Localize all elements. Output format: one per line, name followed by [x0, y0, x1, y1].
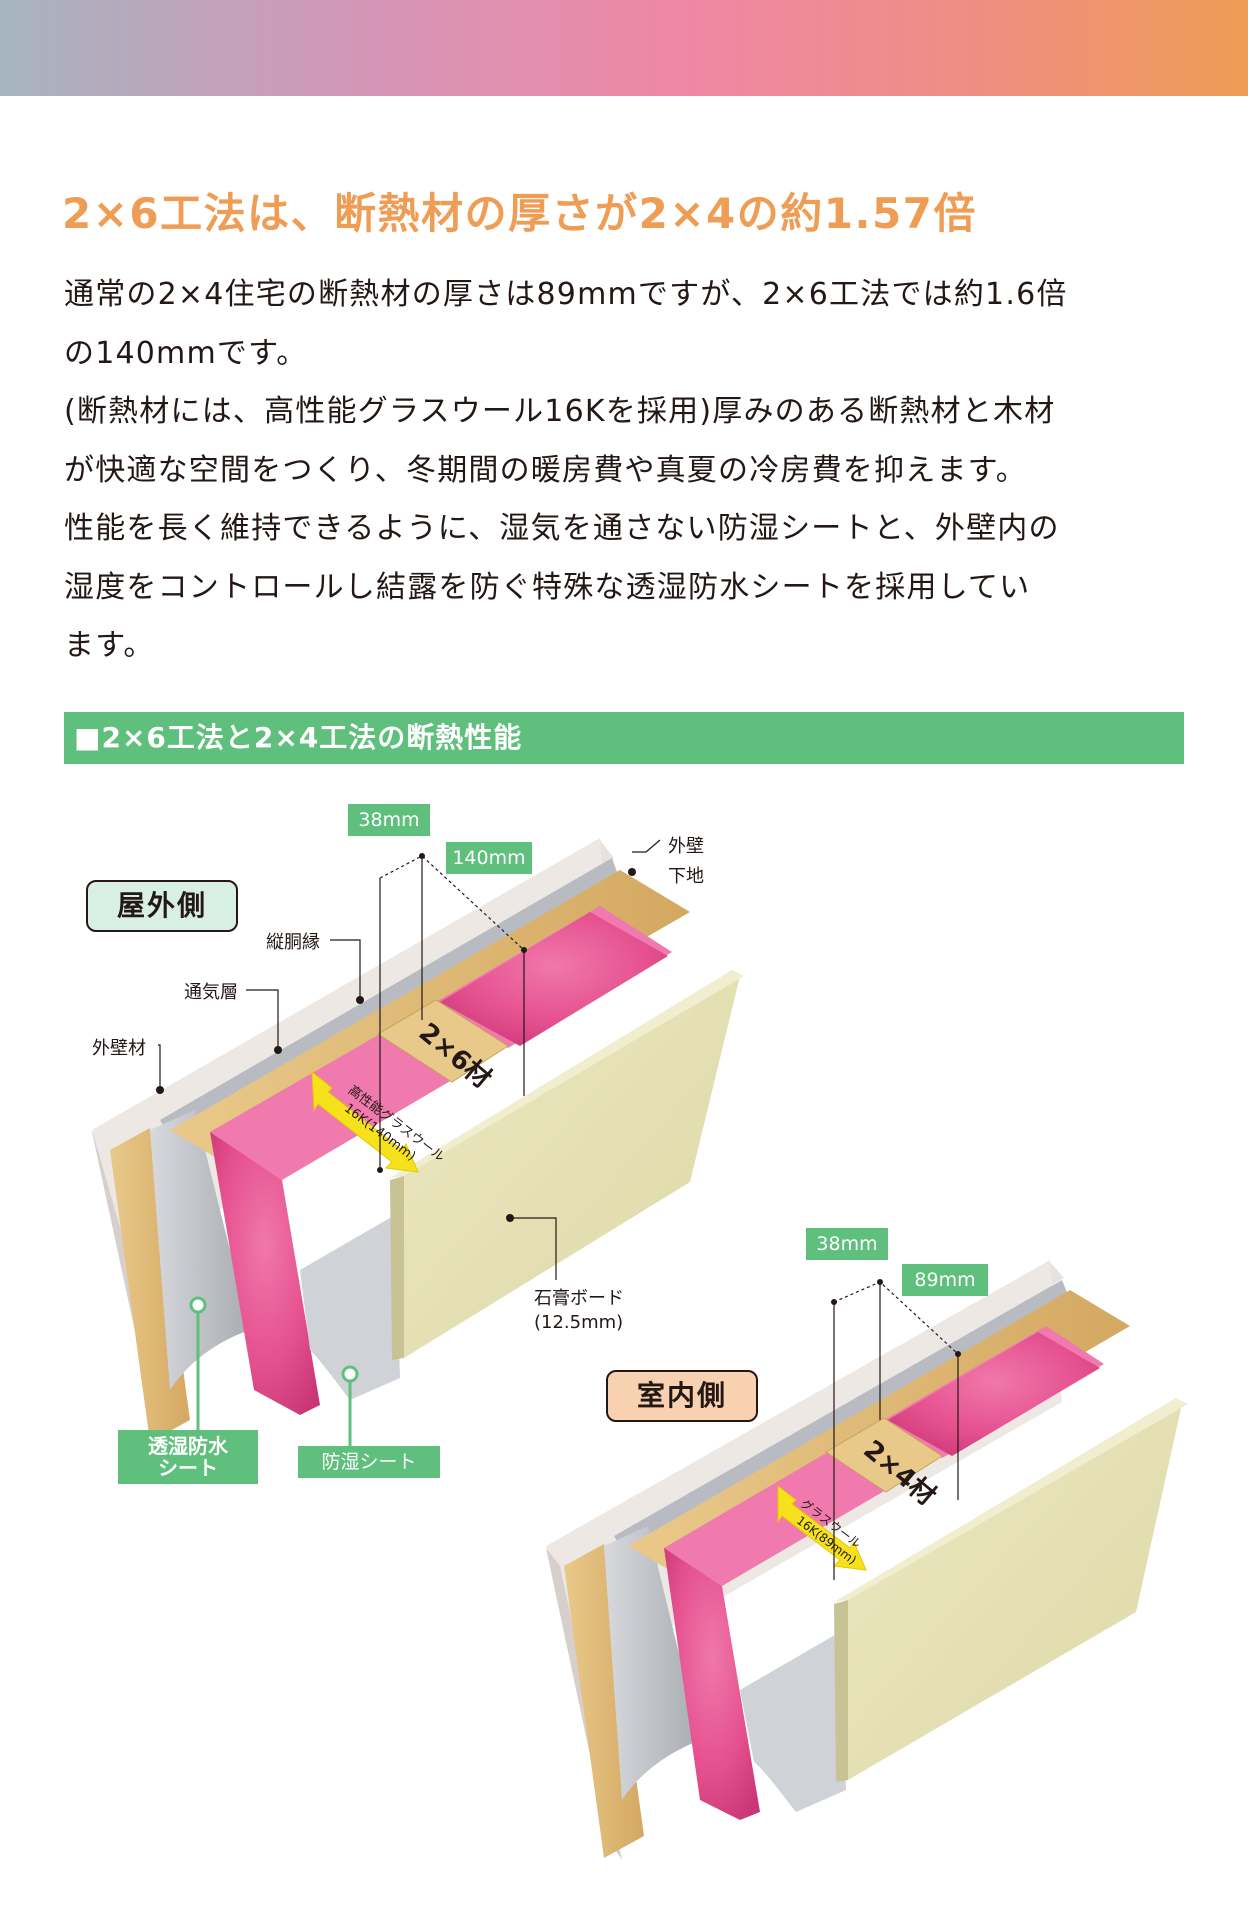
insulation-2x4-left-face	[664, 1548, 760, 1820]
dim-tag-38mm-2x4: 38mm	[806, 1228, 888, 1260]
intro-text: 通常の2×4住宅の断熱材の厚さは89mmですが、2×6工法では約1.6倍 の14…	[64, 266, 1184, 676]
leader-exterior-material	[158, 1044, 161, 1090]
insulation-2x6-left-face	[210, 1132, 320, 1415]
callout-gypsum-board-2: (12.5mm)	[534, 1312, 624, 1333]
leader-dot	[506, 1214, 514, 1222]
leader-dot	[955, 1351, 961, 1357]
intro-line: の140mmです。	[64, 335, 308, 371]
breathable-sheet-label-2: シート	[158, 1456, 218, 1480]
leader-dot	[521, 947, 527, 953]
leader-dot	[156, 1086, 164, 1094]
dim-2x6-dotted	[379, 855, 525, 951]
leader-dot	[419, 853, 425, 859]
intro-line: 湿度をコントロールし結露を防ぐ特殊な透湿防水シートを採用してい	[64, 569, 1031, 605]
vapor-marker	[341, 1365, 359, 1383]
breathable-sheet-fold	[150, 1110, 250, 1390]
breathable-sheet	[614, 1280, 1070, 1556]
insulation-2x4-left	[664, 1452, 886, 1586]
callout-exterior-base-2: 下地	[668, 866, 704, 887]
breathable-marker	[189, 1296, 207, 1314]
section-heading: ■2×6工法と2×4工法の断熱性能	[64, 712, 1184, 764]
breathable-sheet-label-1: 透湿防水	[148, 1434, 228, 1458]
leader-air-layer	[246, 989, 279, 1050]
gypsum-board	[400, 976, 740, 1358]
callout-exterior-material: 外壁材	[92, 1038, 146, 1059]
leader-dots	[156, 853, 961, 1357]
leader-dot	[274, 1046, 282, 1054]
wall-2x6-illustration	[92, 838, 744, 1442]
vapor-barrier-sheet	[300, 1215, 400, 1400]
indoor-side-label: 室内側	[606, 1370, 758, 1422]
dim-tag-38mm-2x6: 38mm	[348, 804, 430, 836]
thickness-arrow	[777, 1484, 867, 1571]
intro-line: (断熱材には、高性能グラスウール16Kを採用)厚みのある断熱材と木材	[64, 394, 1056, 429]
leader-dot	[877, 1279, 883, 1285]
thickness-arrow	[311, 1070, 419, 1173]
breathable-sheet-fold	[604, 1526, 700, 1800]
outdoor-side-label: 屋外側	[86, 880, 238, 932]
callout-furring-strip: 縦胴縁	[266, 932, 320, 953]
intro-line: ます。	[64, 628, 155, 663]
insulation-2x4-right-face	[888, 1332, 1100, 1456]
gypsum-board	[846, 1404, 1182, 1780]
leader-dot	[628, 868, 636, 876]
intro-line: が快適な空間をつくり、冬期間の暖房費や真夏の冷房費を抑えます。	[64, 452, 1027, 488]
leader-dot	[377, 1167, 383, 1173]
breathable-sheet-label: 透湿防水 シート	[118, 1430, 258, 1484]
wall-2x4-illustration	[546, 1260, 1188, 1860]
leader-dot	[831, 1299, 837, 1305]
callout-gypsum-board-1: 石膏ボード	[534, 1288, 624, 1309]
stud-2x4	[825, 1417, 943, 1493]
stud-2x6	[377, 999, 509, 1083]
intro-line: 通常の2×4住宅の断熱材の厚さは89mmですが、2×6工法では約1.6倍	[64, 277, 1068, 312]
vapor-barrier-sheet	[740, 1632, 846, 1812]
vapor-barrier-label: 防湿シート	[298, 1446, 440, 1478]
gypsum-board-top	[390, 970, 744, 1178]
gypsum-board-edge	[390, 1176, 404, 1360]
intro-line: 性能を長く維持できるように、湿気を通さない防湿シートと、外壁内の	[64, 511, 1060, 546]
dim-tag-140mm: 140mm	[446, 842, 532, 874]
green-markers	[189, 1296, 359, 1448]
header-gradient-bar	[0, 0, 1248, 96]
callout-air-layer: 通気層	[184, 982, 238, 1003]
leader-exterior-base	[632, 839, 661, 853]
dim-tag-89mm: 89mm	[902, 1264, 988, 1296]
leader-furring	[330, 939, 361, 1000]
leader-dot	[356, 996, 364, 1004]
insulation-2x6-right-face	[440, 912, 668, 1046]
gypsum-board-top	[834, 1398, 1188, 1602]
gypsum-board-edge	[834, 1600, 848, 1782]
page-title: 2×6工法は、断熱材の厚さが2×4の約1.57倍	[62, 189, 977, 238]
callout-exterior-base-1: 外壁	[668, 836, 704, 857]
leader-gypsum	[510, 1217, 557, 1280]
